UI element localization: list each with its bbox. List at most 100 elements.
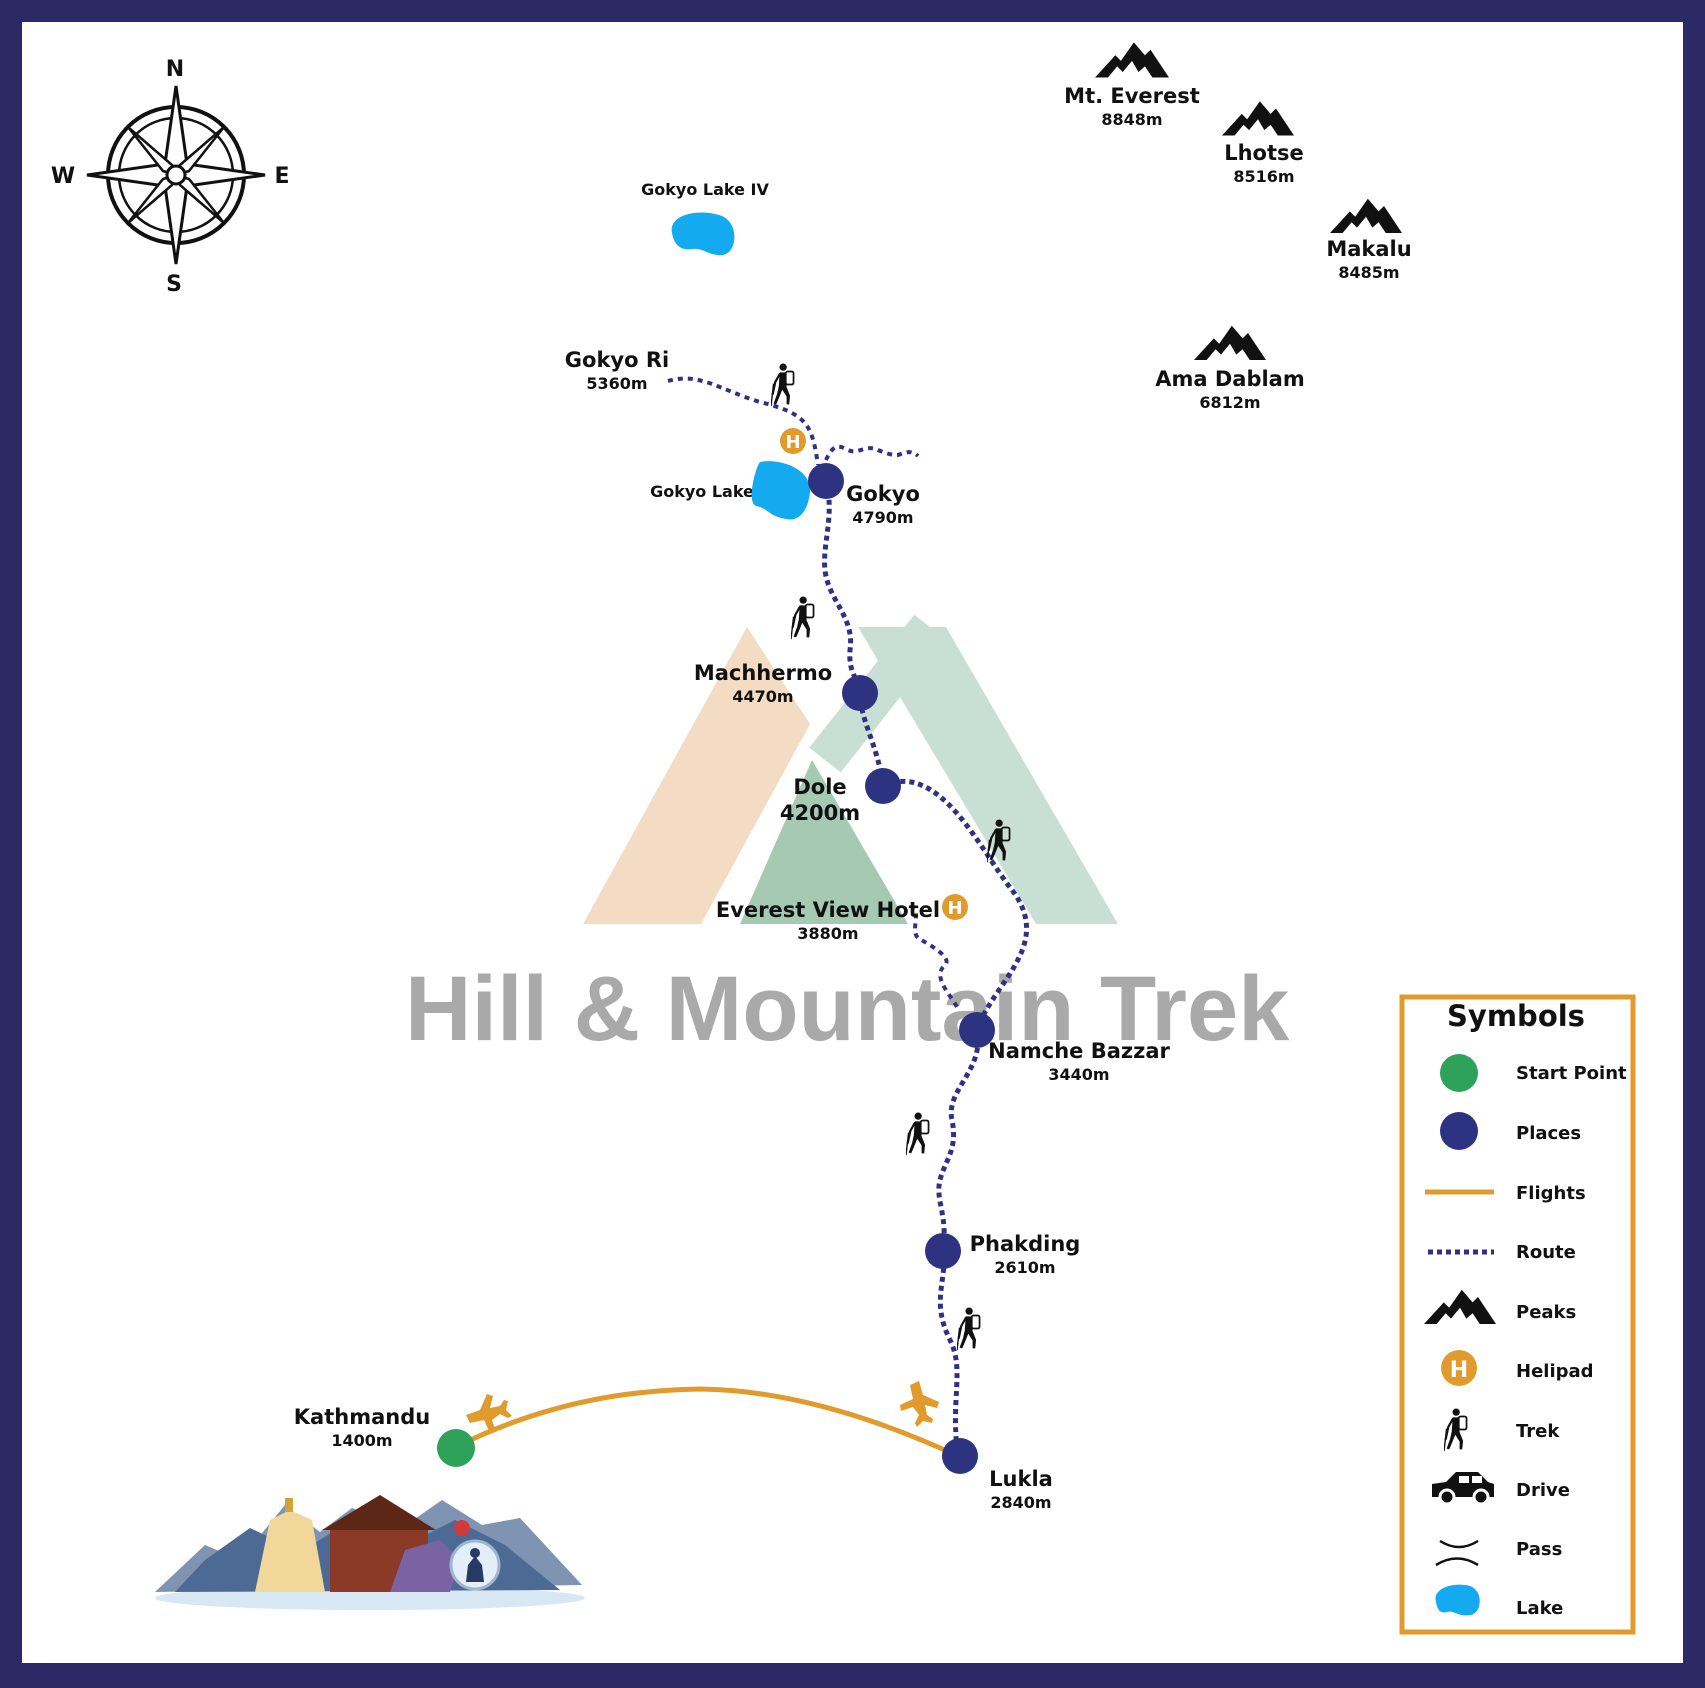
peak-mt-everest: Mt. Everest 8848m	[1064, 42, 1200, 129]
lake-icon	[1435, 1584, 1480, 1616]
route-namche-phakding	[936, 1029, 981, 1251]
compass-east-label: E	[274, 164, 289, 189]
place-altitude: 3880m	[797, 924, 858, 943]
nepal-culture-illustration	[155, 1495, 585, 1610]
place-icon	[1440, 1112, 1478, 1150]
peak-name: Lhotse	[1224, 141, 1304, 165]
route-phakding-lukla	[937, 1249, 961, 1457]
place-altitude: 2610m	[994, 1258, 1055, 1277]
lake-label: Gokyo Lake	[650, 482, 754, 501]
place-altitude: 5360m	[586, 374, 647, 393]
helipad-letter: H	[947, 898, 962, 919]
route-gokyo-ri	[667, 376, 820, 466]
place-name: Everest View Hotel	[716, 898, 940, 922]
route-hotel-spur	[909, 903, 960, 1010]
place-name: Machhermo	[694, 661, 832, 685]
logo-right-triangle	[858, 627, 1118, 924]
place-marker	[808, 463, 844, 499]
place-name: Kathmandu	[294, 1405, 430, 1429]
trek-route	[667, 376, 1029, 1457]
flight-line	[454, 1386, 960, 1459]
peak-name: Makalu	[1326, 237, 1411, 261]
place-name: Gokyo	[846, 482, 920, 506]
helipad-icon	[780, 428, 806, 454]
place-altitude: 3440m	[1048, 1065, 1109, 1084]
place-marker	[842, 675, 878, 711]
flight-route	[454, 1381, 960, 1459]
place-gokyo-ri: Gokyo Ri 5360m	[565, 348, 669, 393]
start-point-icon	[1440, 1054, 1478, 1092]
legend-label: Lake	[1516, 1598, 1563, 1619]
compass-north-label: N	[166, 57, 184, 82]
helipad-letter: H	[785, 432, 800, 453]
legend-label: Places	[1516, 1123, 1581, 1144]
compass-south-label: S	[166, 272, 182, 297]
lake-icon	[751, 461, 811, 520]
place-dole: Dole 4200m	[780, 768, 901, 825]
company-logo-mark	[583, 614, 1118, 924]
helipad-icon	[942, 894, 968, 920]
drive-icon	[1432, 1472, 1494, 1506]
peak-altitude: 8516m	[1233, 167, 1294, 186]
legend-box: Symbols Start Point Places Flights Route…	[1399, 994, 1636, 1635]
place-namche-bazzar: Namche Bazzar 3440m	[959, 1012, 1171, 1084]
place-name: Namche Bazzar	[988, 1039, 1170, 1063]
start-point-marker	[437, 1429, 475, 1467]
place-marker	[925, 1233, 961, 1269]
helipad-gokyo: H	[780, 428, 806, 454]
place-name: Dole	[793, 775, 846, 799]
peak-makalu: Makalu 8485m	[1326, 198, 1412, 282]
place-everest-view-hotel: Everest View Hotel 3880m H	[716, 894, 968, 943]
place-marker	[865, 768, 901, 804]
legend-label: Pass	[1516, 1539, 1562, 1560]
compass-west-label: W	[51, 164, 75, 189]
place-marker	[942, 1438, 978, 1474]
airplane-icon	[466, 1394, 512, 1433]
peak-altitude: 8848m	[1101, 110, 1162, 129]
place-altitude: 4200m	[780, 801, 860, 825]
lake-gokyo: Gokyo Lake	[650, 461, 811, 520]
lake-gokyo-iv: Gokyo Lake IV	[641, 180, 769, 256]
place-lukla: Lukla 2840m	[942, 1438, 1053, 1512]
peak-name: Ama Dablam	[1155, 367, 1305, 391]
peak-altitude: 6812m	[1199, 393, 1260, 412]
place-altitude: 1400m	[331, 1431, 392, 1450]
legend-label: Route	[1516, 1242, 1576, 1263]
route-gokyo-dole	[822, 481, 886, 787]
place-name: Gokyo Ri	[565, 348, 669, 372]
place-marker	[959, 1012, 995, 1048]
place-altitude: 4470m	[732, 687, 793, 706]
pass-icon	[1435, 1539, 1479, 1567]
place-name: Lukla	[989, 1467, 1053, 1491]
place-altitude: 2840m	[990, 1493, 1051, 1512]
lake-icon	[671, 212, 735, 256]
peak-altitude: 8485m	[1338, 263, 1399, 282]
peak-lhotse: Lhotse 8516m	[1222, 101, 1304, 186]
helipad-icon	[1441, 1350, 1477, 1386]
place-gokyo: Gokyo 4790m	[808, 463, 920, 527]
legend-label: Helipad	[1516, 1361, 1594, 1382]
peak-ama-dablam: Ama Dablam 6812m	[1155, 325, 1305, 412]
legend-label: Flights	[1516, 1183, 1586, 1204]
place-altitude: 4790m	[852, 508, 913, 527]
logo-left-triangle	[583, 627, 810, 924]
lake-label: Gokyo Lake IV	[641, 180, 769, 199]
place-machhermo: Machhermo 4470m	[694, 661, 878, 711]
place-phakding: Phakding 2610m	[925, 1232, 1080, 1277]
place-kathmandu: Kathmandu 1400m	[294, 1405, 475, 1467]
legend-title: Symbols	[1447, 999, 1585, 1033]
logo-center-triangle	[740, 760, 908, 924]
watermark-text: Hill & Mountain Trek	[405, 958, 1290, 1060]
peak-name: Mt. Everest	[1064, 84, 1200, 108]
legend-label: Peaks	[1516, 1302, 1576, 1323]
airplane-icon	[900, 1381, 939, 1427]
compass-rose-icon: N S E W	[51, 57, 290, 297]
route-gokyo-spur	[824, 444, 920, 461]
legend-label: Trek	[1516, 1421, 1560, 1442]
helipad-letter: H	[1450, 1358, 1468, 1383]
legend-label: Drive	[1516, 1480, 1570, 1501]
legend-label: Start Point	[1516, 1063, 1627, 1084]
route-dole-namche	[881, 778, 1029, 1018]
place-name: Phakding	[970, 1232, 1081, 1256]
